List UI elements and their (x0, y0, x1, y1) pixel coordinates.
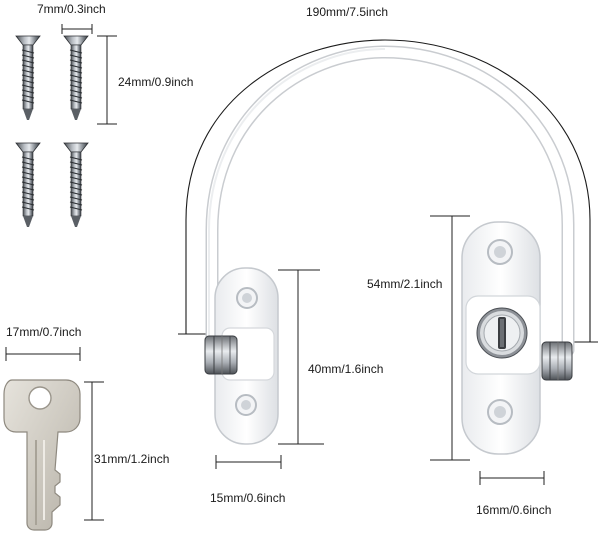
large-lock-bolt (541, 341, 573, 381)
screw-dimension-lines (61, 24, 117, 125)
cable-length-label: 190mm/7.5inch (306, 5, 389, 19)
key (3, 379, 81, 531)
large-lock-dimension-lines (430, 215, 545, 485)
key-dimension-lines (5, 347, 104, 521)
screw (63, 35, 89, 120)
small-lock-bracket (214, 267, 279, 445)
large-lock-width-label: 16mm/0.6inch (476, 503, 552, 517)
screw-length-label: 24mm/0.9inch (118, 75, 194, 89)
small-lock-dimension-lines (215, 269, 324, 469)
cable (178, 39, 598, 357)
key-width-label: 17mm/0.7inch (6, 325, 82, 339)
large-lock-height-label: 54mm/2.1inch (367, 277, 443, 291)
screw (15, 142, 41, 227)
key-length-label: 31mm/1.2inch (94, 452, 170, 466)
large-lock-cylinder (476, 307, 528, 359)
small-lock-height-label: 40mm/1.6inch (308, 362, 384, 376)
screw (15, 35, 41, 120)
small-lock-width-label: 15mm/0.6inch (210, 491, 286, 505)
small-lock-bolt (204, 335, 238, 375)
screws-group (15, 35, 89, 227)
screw (63, 142, 89, 227)
screw-head-width-label: 7mm/0.3inch (37, 2, 106, 16)
